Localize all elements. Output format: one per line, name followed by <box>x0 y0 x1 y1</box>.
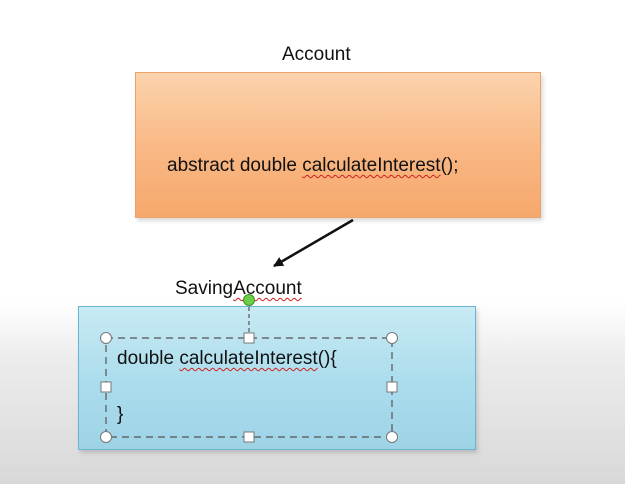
resize-handle-bottom-right[interactable] <box>386 431 398 443</box>
concrete-method-text[interactable]: double calculateInterest(){ <box>117 348 337 370</box>
resize-handle-right[interactable] <box>386 381 398 393</box>
resize-handle-top-left[interactable] <box>100 332 112 344</box>
resize-handle-top[interactable] <box>243 332 255 344</box>
resize-handle-left[interactable] <box>100 381 112 393</box>
rotation-handle[interactable] <box>243 294 255 306</box>
saving-title-part1: Saving <box>175 278 234 299</box>
resize-handle-bottom-left[interactable] <box>100 431 112 443</box>
saving-title-part2: Account <box>233 278 302 299</box>
selection-frame[interactable] <box>105 337 393 438</box>
saving-account-class-title: SavingAccount <box>175 278 302 300</box>
saving-account-class-box[interactable] <box>78 306 476 450</box>
resize-handle-top-right[interactable] <box>386 332 398 344</box>
inheritance-arrow[interactable] <box>273 218 354 268</box>
abstract-method-name: calculateInterest <box>302 155 441 176</box>
concrete-method-name: calculateInterest <box>179 348 318 369</box>
concrete-method-prefix: double <box>117 348 180 369</box>
account-class-title: Account <box>282 44 351 65</box>
concrete-method-suffix: (){ <box>317 348 337 369</box>
closing-brace: } <box>117 404 124 425</box>
abstract-method-prefix: abstract double <box>167 155 303 176</box>
abstract-method-text: abstract double calculateInterest(); <box>167 155 459 177</box>
resize-handle-bottom[interactable] <box>243 431 255 443</box>
abstract-method-suffix: (); <box>440 155 459 176</box>
account-class-box[interactable] <box>135 72 541 218</box>
